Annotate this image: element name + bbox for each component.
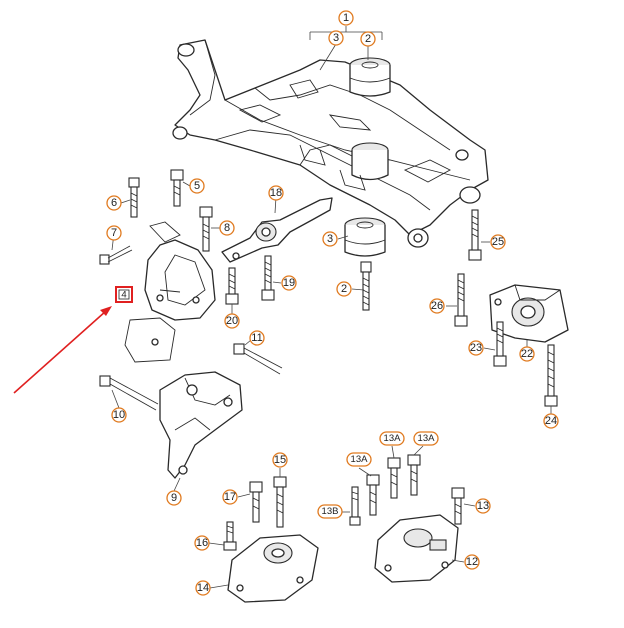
torque-rod bbox=[221, 197, 333, 263]
bolt-10 bbox=[99, 375, 159, 411]
svg-text:13: 13 bbox=[477, 500, 489, 512]
lower-bushing bbox=[344, 217, 386, 257]
svg-text:22: 22 bbox=[521, 348, 533, 360]
bolt-26 bbox=[454, 273, 468, 327]
callout-26: 26 bbox=[429, 298, 445, 314]
bolt-13a-1 bbox=[366, 474, 380, 516]
callout-3-lower: 3 bbox=[322, 231, 338, 247]
svg-text:13A: 13A bbox=[384, 433, 402, 444]
svg-text:10: 10 bbox=[113, 409, 125, 421]
callout-7: 7 bbox=[106, 225, 122, 241]
callout-17: 17 bbox=[222, 489, 238, 505]
callout-14: 14 bbox=[195, 580, 211, 596]
callout-25: 25 bbox=[490, 234, 506, 250]
callout-4-highlighted: 4 bbox=[115, 286, 133, 303]
bracket-22 bbox=[489, 284, 569, 343]
callout-2-lower: 2 bbox=[336, 281, 352, 297]
svg-text:24: 24 bbox=[545, 415, 557, 427]
svg-text:13A: 13A bbox=[418, 433, 436, 444]
bolt-25 bbox=[468, 209, 482, 261]
bolt-19 bbox=[261, 255, 275, 301]
callout-13a-left: 13A bbox=[346, 452, 372, 467]
svg-text:16: 16 bbox=[196, 537, 208, 549]
bracket-9 bbox=[159, 371, 243, 479]
subframe bbox=[172, 39, 489, 248]
upper-bushing bbox=[349, 57, 391, 97]
svg-text:2: 2 bbox=[365, 33, 371, 45]
callout-10: 10 bbox=[111, 407, 127, 423]
svg-text:8: 8 bbox=[224, 222, 230, 234]
callout-20: 20 bbox=[224, 313, 240, 329]
callout-15: 15 bbox=[272, 452, 288, 468]
callout-16: 16 bbox=[194, 535, 210, 551]
callout-19: 19 bbox=[281, 275, 297, 291]
svg-text:18: 18 bbox=[270, 187, 282, 199]
svg-text:20: 20 bbox=[226, 315, 238, 327]
svg-text:19: 19 bbox=[283, 277, 295, 289]
callout-12: 12 bbox=[464, 554, 480, 570]
callout-23: 23 bbox=[468, 340, 484, 356]
svg-text:3: 3 bbox=[327, 233, 333, 245]
bolt-13a-2 bbox=[387, 457, 401, 499]
callout-6: 6 bbox=[106, 195, 122, 211]
callout-3-top: 3 bbox=[328, 30, 344, 46]
mount-12 bbox=[374, 514, 459, 583]
svg-text:3: 3 bbox=[333, 32, 339, 44]
bolt-5 bbox=[170, 169, 184, 207]
bolt-13 bbox=[451, 487, 465, 525]
callout-8: 8 bbox=[219, 220, 235, 236]
svg-text:6: 6 bbox=[111, 197, 117, 209]
callout-18: 18 bbox=[268, 185, 284, 201]
bolt-13a-3 bbox=[407, 454, 421, 496]
svg-text:14: 14 bbox=[197, 582, 209, 594]
svg-text:1: 1 bbox=[343, 12, 349, 24]
leader-lines bbox=[111, 26, 552, 589]
svg-text:7: 7 bbox=[111, 227, 117, 239]
bolt-8 bbox=[199, 206, 213, 252]
engine-mount-4 bbox=[124, 221, 216, 363]
mount-14 bbox=[227, 534, 319, 603]
callouts: 1 3 2 3 2 18 19 20 25 26 22 23 24 5 6 7 … bbox=[106, 10, 559, 596]
bolt-20 bbox=[225, 267, 239, 305]
callout-13b: 13B bbox=[317, 504, 343, 519]
callout-24: 24 bbox=[543, 413, 559, 429]
callout-1: 1 bbox=[338, 10, 354, 26]
bolt-7 bbox=[99, 245, 133, 265]
callout-13: 13 bbox=[475, 498, 491, 514]
svg-text:2: 2 bbox=[341, 283, 347, 295]
svg-text:15: 15 bbox=[274, 454, 286, 466]
svg-text:13A: 13A bbox=[351, 454, 369, 465]
svg-text:12: 12 bbox=[466, 556, 478, 568]
svg-text:9: 9 bbox=[171, 492, 177, 504]
svg-text:26: 26 bbox=[431, 300, 443, 312]
bolt-15 bbox=[273, 476, 287, 528]
svg-text:17: 17 bbox=[224, 491, 236, 503]
red-pointer-arrow bbox=[13, 306, 112, 394]
bolt-6 bbox=[128, 177, 140, 218]
callout-9: 9 bbox=[166, 490, 182, 506]
bolt-24 bbox=[544, 344, 558, 407]
callout-13a-mid: 13A bbox=[379, 431, 405, 446]
svg-text:4: 4 bbox=[121, 290, 126, 301]
svg-text:11: 11 bbox=[251, 332, 262, 344]
callout-5: 5 bbox=[189, 178, 205, 194]
bolt-17 bbox=[249, 481, 263, 523]
svg-text:13B: 13B bbox=[322, 506, 339, 517]
stud-13b bbox=[349, 486, 361, 526]
bolt-11 bbox=[233, 343, 283, 375]
callout-13a-right: 13A bbox=[413, 431, 439, 446]
svg-text:25: 25 bbox=[492, 236, 504, 248]
svg-text:5: 5 bbox=[194, 180, 200, 192]
callout-2-top: 2 bbox=[360, 31, 376, 47]
bolt-23 bbox=[493, 321, 507, 367]
bolt-21 bbox=[360, 261, 372, 311]
svg-text:23: 23 bbox=[470, 342, 482, 354]
callout-22: 22 bbox=[519, 346, 535, 362]
callout-11: 11 bbox=[249, 330, 265, 346]
stud-16 bbox=[223, 521, 237, 551]
